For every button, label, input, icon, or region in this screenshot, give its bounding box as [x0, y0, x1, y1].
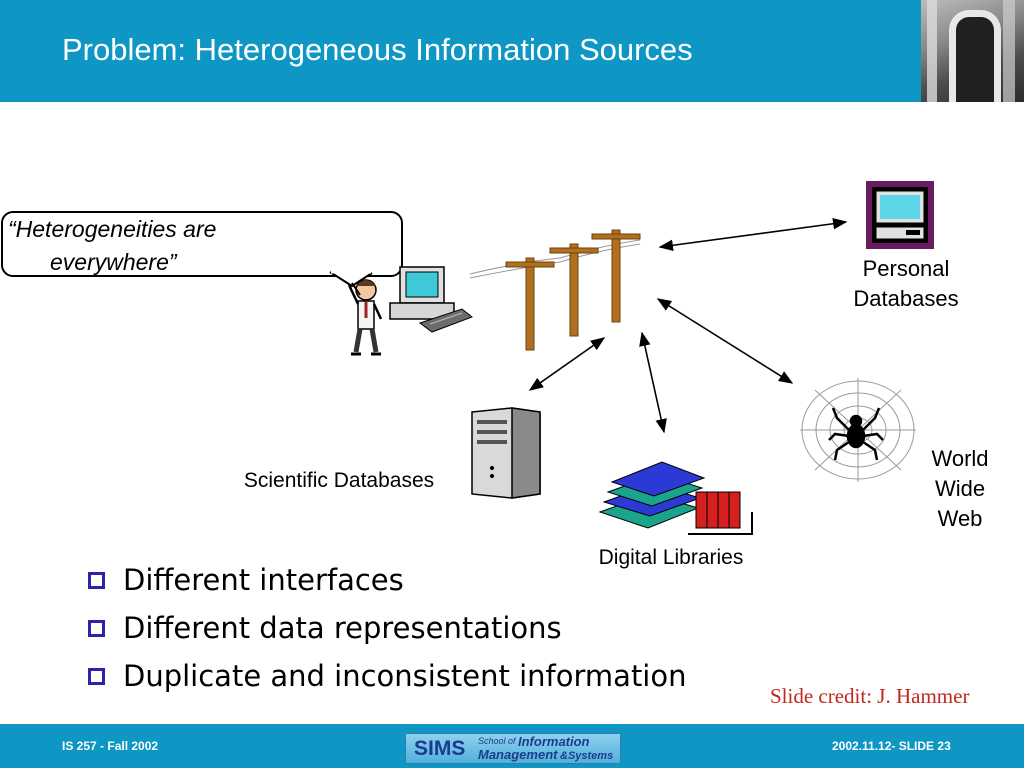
- web-line-1: World: [931, 446, 989, 471]
- header-bar: [0, 0, 1024, 102]
- bullet-list: Different interfaces Different data repr…: [88, 556, 687, 700]
- bullet-item: Different data representations: [88, 604, 687, 652]
- bullet-item: Different interfaces: [88, 556, 687, 604]
- slide-credit: Slide credit: J. Hammer: [770, 684, 970, 708]
- bullet-text: Different interfaces: [123, 563, 404, 597]
- spider-web-icon: [800, 378, 916, 482]
- bullet-item: Duplicate and inconsistent information: [88, 652, 687, 700]
- callout-line-1: “Heterogeneities are: [8, 216, 217, 242]
- sims-logo: SIMS School of Information Management &S…: [405, 733, 621, 764]
- footer-course: IS 257 - Fall 2002: [62, 739, 159, 753]
- personal-databases-label: Personal Databases: [830, 254, 982, 314]
- telephone-poles-icon: [505, 229, 641, 351]
- logo-systems: &Systems: [560, 750, 614, 762]
- bullet-square-icon: [88, 619, 105, 637]
- slide-title: Problem: Heterogeneous Information Sourc…: [62, 32, 693, 67]
- callout-text: “Heterogeneities are everywhere”: [8, 213, 308, 279]
- web-line-3: Web: [937, 506, 983, 531]
- personal-databases-line-1: Personal: [862, 256, 950, 281]
- personal-databases-line-2: Databases: [853, 286, 959, 311]
- bullet-square-icon: [88, 571, 105, 589]
- bullet-square-icon: [88, 667, 105, 685]
- campus-photo: [921, 0, 1024, 102]
- logo-management: Management: [478, 747, 558, 762]
- bubble-tail: [329, 270, 373, 288]
- footer-slide-number: 2002.11.12- SLIDE 23: [832, 739, 951, 753]
- logo-school-of: School of: [478, 736, 516, 746]
- speech-bubble: [1, 211, 403, 277]
- workstation-icon: [389, 266, 473, 333]
- books-icon: [598, 461, 753, 535]
- callout-line-2: everywhere”: [50, 249, 177, 275]
- logo-sims: SIMS: [414, 737, 466, 760]
- personal-computer-icon: [866, 181, 934, 249]
- logo-information: Information: [518, 734, 590, 749]
- digital-libraries-label: Digital Libraries: [598, 546, 744, 569]
- bullet-text: Duplicate and inconsistent information: [123, 659, 687, 693]
- person-icon: [347, 279, 383, 356]
- world-wide-web-label: World Wide Web: [914, 444, 1006, 534]
- connection-arrows: [528, 218, 848, 434]
- bullet-text: Different data representations: [123, 611, 562, 645]
- scientific-databases-label: Scientific Databases: [243, 469, 435, 492]
- server-tower-icon: [471, 407, 541, 499]
- web-line-2: Wide: [934, 476, 986, 501]
